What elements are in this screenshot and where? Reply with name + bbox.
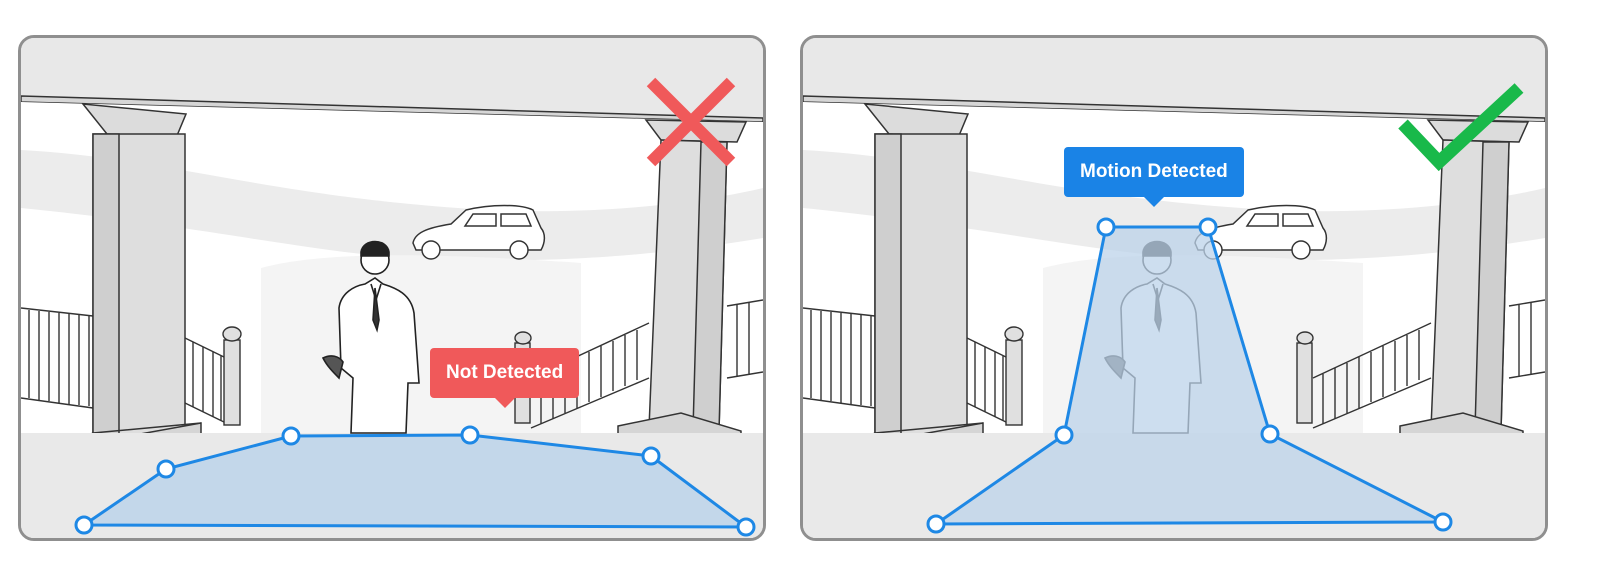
zone-vertex-handle[interactable] bbox=[1054, 425, 1074, 445]
scene-panel-not-detected: Not Detected bbox=[18, 35, 766, 541]
detection-zone-polygon[interactable] bbox=[931, 225, 1444, 526]
zone-vertex-handle[interactable] bbox=[281, 426, 301, 446]
scene-panel-motion-detected: Motion Detected bbox=[800, 35, 1548, 541]
motion-detected-callout: Motion Detected bbox=[1064, 147, 1244, 207]
detection-zone-overlay bbox=[74, 425, 756, 537]
person-illustration bbox=[321, 240, 420, 434]
not-detected-callout: Not Detected bbox=[430, 348, 580, 408]
left-pillar bbox=[844, 103, 984, 467]
car-illustration bbox=[412, 204, 546, 260]
zone-vertex-handle[interactable] bbox=[1096, 217, 1116, 237]
check-icon bbox=[1398, 83, 1524, 172]
zone-vertex-handle[interactable] bbox=[1260, 424, 1280, 444]
zone-vertex-handle[interactable] bbox=[736, 517, 756, 537]
detection-zone-overlay bbox=[926, 217, 1453, 534]
zone-vertex-handle[interactable] bbox=[74, 515, 94, 535]
railings bbox=[803, 299, 1545, 429]
zone-vertex-handle[interactable] bbox=[641, 446, 661, 466]
zone-vertex-handle[interactable] bbox=[1198, 217, 1218, 237]
cross-icon bbox=[646, 77, 736, 167]
zone-vertex-handle[interactable] bbox=[156, 459, 176, 479]
zone-vertex-handle[interactable] bbox=[1433, 512, 1453, 532]
zone-vertex-handle[interactable] bbox=[926, 514, 946, 534]
zone-vertex-handle[interactable] bbox=[460, 425, 480, 445]
